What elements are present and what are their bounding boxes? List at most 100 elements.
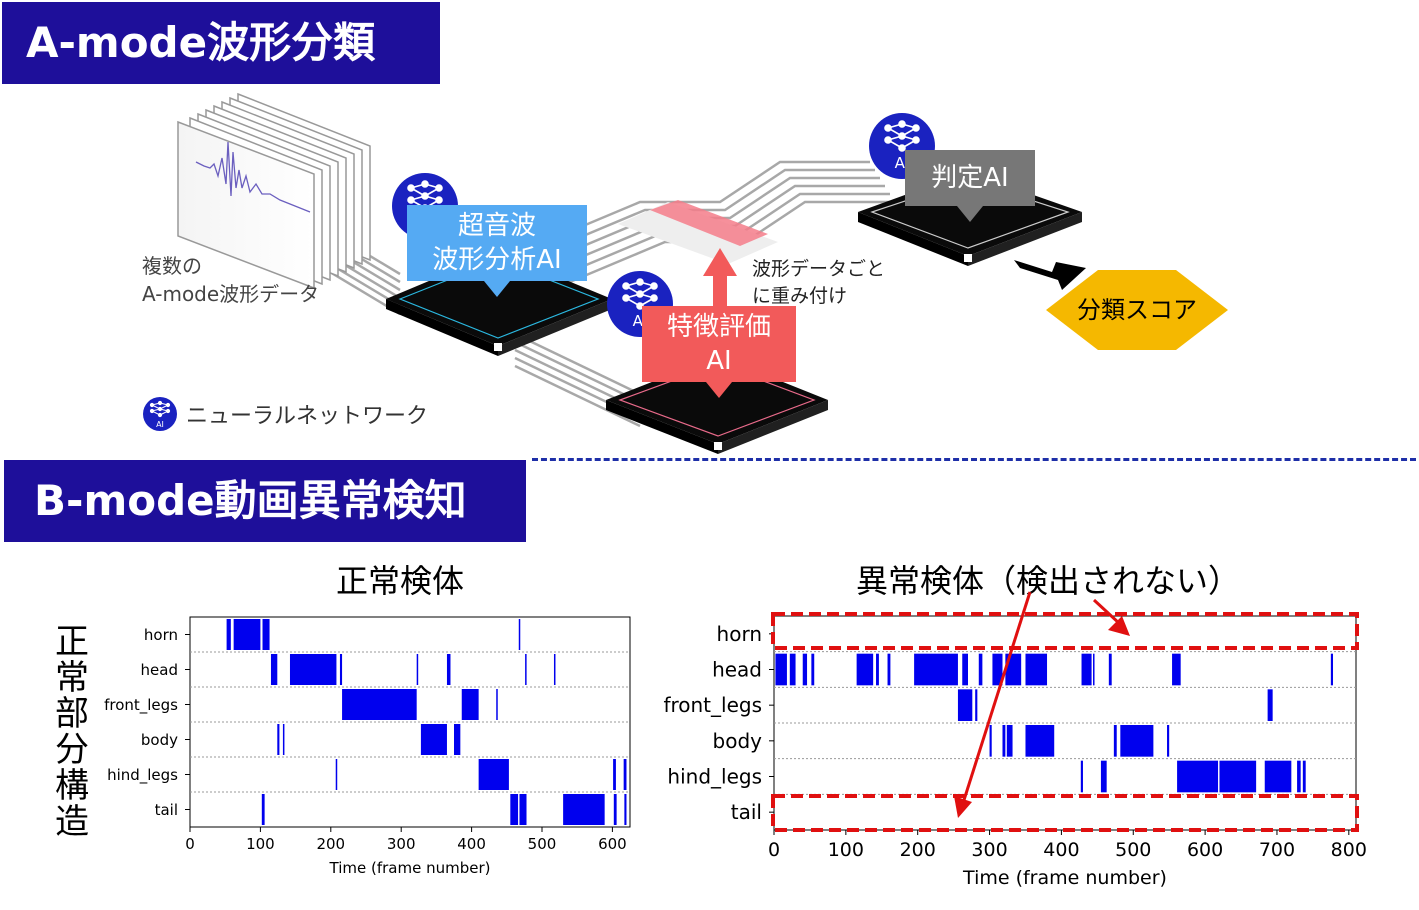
analysis-ai-line1: 超音波 — [457, 211, 536, 241]
waveform-trace — [195, 141, 311, 213]
event-bar-head — [1093, 653, 1095, 686]
x-tick-label: 300 — [387, 835, 416, 853]
event-bar-front_legs — [1267, 689, 1273, 721]
event-bar-hind_legs — [1100, 760, 1107, 793]
event-bar-horn — [262, 619, 270, 650]
vertical-label-char: 造 — [55, 802, 89, 842]
ai-badge-label: AI — [156, 420, 164, 429]
event-bar-head — [962, 653, 968, 686]
event-bar-head — [914, 653, 958, 686]
x-tick-label: 400 — [457, 835, 486, 853]
event-bar-head — [1330, 653, 1334, 686]
event-bar-head — [1081, 653, 1092, 686]
event-bar-front_legs — [342, 689, 417, 720]
x-tick-label: 0 — [185, 835, 195, 853]
y-tick-label: horn — [144, 626, 178, 644]
event-bar-hind_legs — [1177, 760, 1219, 793]
event-bar-body — [277, 724, 280, 755]
vertical-label-char: 正 — [55, 622, 89, 662]
event-bar-head — [289, 654, 337, 685]
event-bar-hind_legs — [1264, 760, 1292, 793]
weighting-line2: に重み付け — [752, 285, 848, 307]
event-bar-front_legs — [957, 689, 973, 721]
callout-pointer — [484, 281, 510, 297]
x-axis-label: Time (frame number) — [329, 859, 491, 877]
event-bar-head — [339, 654, 343, 685]
event-bar-hind_legs — [1219, 760, 1257, 793]
event-bar-horn — [233, 619, 261, 650]
event-bar-body — [989, 725, 992, 757]
x-axis-label: Time (frame number) — [962, 867, 1167, 889]
event-bar-horn — [518, 619, 521, 650]
y-tick-label: horn — [717, 622, 762, 646]
event-bar-body — [1120, 725, 1154, 757]
waveform-stack — [177, 92, 371, 290]
event-bar-tail — [613, 794, 617, 825]
vertical-label-char: 常 — [55, 658, 89, 698]
feature-ai-callout: 特徴評価 AI — [642, 306, 796, 382]
callout-pointer — [957, 206, 983, 222]
event-bar-tail — [563, 794, 605, 825]
waveform-data-line1: 複数の — [142, 254, 202, 278]
y-tick-label: tail — [731, 800, 762, 824]
x-tick-label: 500 — [1115, 839, 1151, 861]
event-bar-hind_legs — [335, 759, 338, 790]
event-bar-head — [1005, 653, 1022, 686]
event-bar-front_legs — [496, 689, 498, 720]
event-bar-hind_legs — [623, 759, 627, 790]
event-bar-body — [1002, 725, 1006, 757]
event-bar-hind_legs — [613, 759, 616, 790]
judge-ai-callout: 判定AI — [905, 150, 1035, 206]
x-tick-label: 200 — [316, 835, 345, 853]
x-tick-label: 800 — [1331, 839, 1367, 861]
event-bar-hind_legs — [1302, 760, 1306, 793]
event-bar-tail — [624, 794, 627, 825]
event-bar-head — [876, 653, 879, 686]
plot-frame — [773, 615, 1357, 831]
event-bar-head — [775, 653, 787, 686]
x-tick-label: 700 — [1259, 839, 1295, 861]
neural-network-icon — [869, 113, 935, 179]
normal-title: 正常検体 — [336, 562, 465, 600]
weighting-band — [618, 202, 778, 264]
x-tick-label: 0 — [768, 839, 780, 861]
score-diamond — [1046, 270, 1228, 350]
event-bar-head — [789, 653, 796, 686]
weighting-label: 波形データごと に重み付け — [752, 256, 885, 310]
waveform-data-label: 複数の A-mode波形データ — [142, 252, 319, 308]
y-tick-label: head — [141, 661, 178, 679]
event-bar-horn — [226, 619, 231, 650]
vertical-label-char: 部 — [55, 694, 89, 734]
output-arrow — [1014, 260, 1086, 290]
vertical-label-char: 分 — [55, 730, 89, 770]
event-bar-body — [454, 724, 461, 755]
analysis-ai-callout: 超音波 波形分析AI — [407, 205, 587, 281]
event-bar-head — [992, 653, 1003, 686]
y-tick-label: front_legs — [104, 696, 178, 715]
feature-ai-line1: 特徴評価 — [666, 312, 771, 342]
x-tick-label: 600 — [598, 835, 627, 853]
callout-pointer — [706, 382, 732, 398]
score-label: 分類スコア — [1077, 296, 1197, 324]
neural-network-icon — [143, 397, 177, 431]
event-bar-head — [416, 654, 419, 685]
event-bar-head — [1108, 653, 1112, 686]
event-bar-hind_legs — [1297, 760, 1301, 793]
section-a-title: A-mode波形分類 — [2, 2, 440, 84]
x-tick-label: 200 — [900, 839, 936, 861]
event-bar-body — [1025, 725, 1055, 757]
event-bar-head — [1025, 653, 1048, 686]
event-bar-head — [978, 653, 983, 686]
event-bar-head — [1172, 653, 1181, 686]
event-bar-tail — [519, 794, 527, 825]
event-bar-body — [1006, 725, 1013, 757]
y-tick-label: body — [713, 729, 763, 753]
event-bar-head — [856, 653, 874, 686]
event-bar-head — [553, 654, 556, 685]
y-tick-label: hind_legs — [667, 765, 762, 789]
x-tick-label: 400 — [1043, 839, 1079, 861]
event-bar-head — [446, 654, 451, 685]
y-tick-label: tail — [155, 801, 178, 819]
